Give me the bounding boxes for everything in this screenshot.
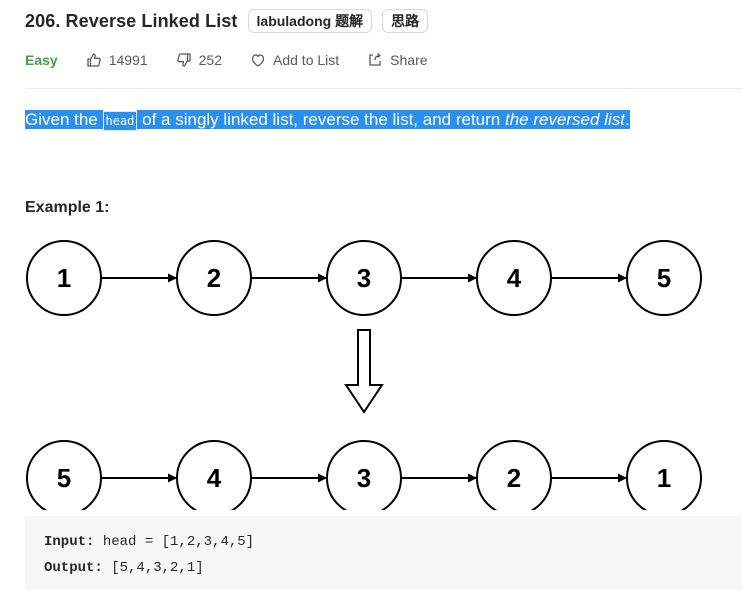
header-divider [25, 88, 742, 89]
example-io-box: Input: head = [1,2,3,4,5] Output: [5,4,3… [25, 516, 742, 590]
original-node-4 [476, 240, 552, 316]
input-value: head = [1,2,3,4,5] [94, 534, 255, 550]
diagram-svg: 1 2 3 4 5 5 4 3 2 1 [26, 240, 702, 516]
like-count: 14991 [108, 52, 148, 68]
problem-title: 206. Reverse Linked List [25, 10, 238, 31]
original-node-1 [26, 240, 102, 316]
difficulty-label: Easy [25, 52, 58, 68]
example-title: Example 1: [25, 199, 110, 216]
head-code: head [102, 111, 138, 131]
original-list-row: 1 2 3 4 5 [26, 240, 702, 316]
thumbs-up-icon [87, 53, 101, 67]
reversed-node-label-1: 5 [57, 463, 71, 493]
linked-list-diagram: 1 2 3 4 5 5 4 3 2 1 [25, 240, 715, 516]
share-icon [369, 52, 381, 66]
example-input-line: Input: head = [1,2,3,4,5] [44, 534, 254, 550]
add-to-list-label: Add to List [273, 52, 340, 68]
description-text-2: of a singly linked list, reverse the lis… [137, 110, 505, 129]
description-text-1: Given the [25, 110, 103, 129]
original-node-3 [326, 240, 402, 316]
original-node-label-2: 2 [207, 263, 221, 293]
original-node-label-4: 4 [507, 263, 522, 293]
original-node-2 [176, 240, 252, 316]
original-node-5 [626, 240, 702, 316]
problem-description: Given the head of a singly linked list, … [25, 106, 630, 135]
idea-tag[interactable]: 思路 [382, 9, 429, 33]
original-node-label-3: 3 [357, 263, 371, 293]
share-label: Share [390, 52, 428, 68]
original-node-label-1: 1 [57, 263, 71, 293]
reversed-node-label-2: 4 [207, 463, 222, 493]
dislike-count: 252 [198, 52, 222, 68]
heart-icon [251, 54, 265, 67]
output-value: [5,4,3,2,1] [102, 560, 204, 576]
share-button[interactable]: Share [367, 52, 428, 68]
problem-header: 206. Reverse Linked List labuladong 题解 思… [25, 9, 429, 33]
down-arrow-icon [344, 329, 384, 414]
input-label: Input: [44, 534, 95, 550]
dislike-button[interactable]: 252 [176, 52, 222, 68]
example-output-line: Output: [5,4,3,2,1] [44, 560, 204, 576]
reversed-node-label-3: 3 [357, 463, 371, 493]
thumbs-down-icon [176, 53, 191, 67]
reversed-node-label-5: 1 [657, 463, 671, 493]
description-emphasis: the reversed list [504, 110, 625, 129]
reversed-node-label-4: 2 [507, 463, 521, 493]
problem-meta-bar: Easy 14991 252 Add to List Share [25, 48, 456, 72]
output-label: Output: [44, 560, 103, 576]
description-text-3: . [624, 110, 630, 129]
add-to-list-button[interactable]: Add to List [250, 52, 339, 68]
original-node-label-5: 5 [657, 263, 671, 293]
labuladong-solution-tag[interactable]: labuladong 题解 [247, 9, 373, 33]
reversed-list-row: 5 4 3 2 1 [26, 440, 702, 516]
like-button[interactable]: 14991 [86, 52, 148, 68]
